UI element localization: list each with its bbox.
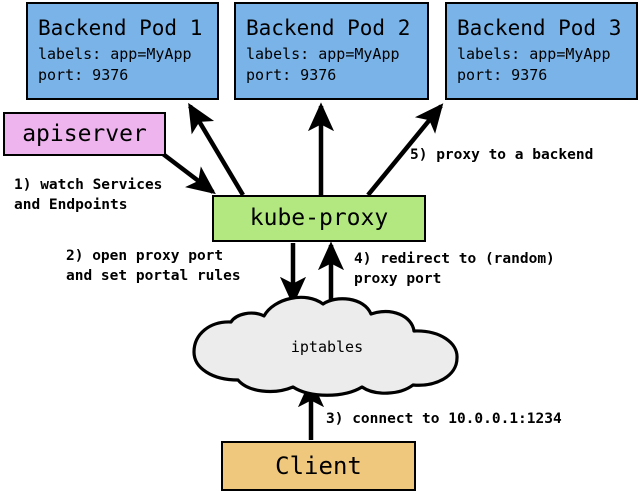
backend-pod-2-port: port: 9376 bbox=[246, 65, 337, 84]
backend-pod-2-labels: labels: app=MyApp bbox=[246, 44, 400, 63]
step-4-annotation: 4) redirect to (random) proxy port bbox=[354, 251, 555, 287]
step-2-annotation: 2) open proxy port and set portal rules bbox=[66, 248, 241, 284]
backend-pod-3-port: port: 9376 bbox=[457, 65, 548, 84]
backend-pod-2-title: Backend Pod 2 bbox=[246, 15, 411, 40]
backend-pod-1-labels: labels: app=MyApp bbox=[38, 44, 192, 63]
backend-pod-3-labels: labels: app=MyApp bbox=[457, 44, 611, 63]
backend-pod-1-title: Backend Pod 1 bbox=[38, 15, 203, 40]
backend-pod-1-details: labels: app=MyApp port: 9376 bbox=[38, 44, 217, 86]
apiserver-node[interactable]: apiserver bbox=[3, 112, 166, 156]
backend-pod-1[interactable]: Backend Pod 1 labels: app=MyApp port: 93… bbox=[26, 2, 219, 100]
client-label: Client bbox=[275, 452, 362, 480]
edge-kubeproxy-to-pod1 bbox=[188, 102, 245, 197]
backend-pod-3-details: labels: app=MyApp port: 9376 bbox=[457, 44, 636, 86]
edge-apiserver-to-kubeproxy bbox=[161, 152, 216, 195]
apiserver-label: apiserver bbox=[22, 120, 147, 147]
kube-proxy-node[interactable]: kube-proxy bbox=[212, 195, 426, 242]
step-5-annotation: 5) proxy to a backend bbox=[410, 147, 594, 163]
iptables-cloud: iptables bbox=[186, 294, 468, 398]
iptables-label: iptables bbox=[290, 338, 364, 356]
step-3-annotation: 3) connect to 10.0.0.1:1234 bbox=[326, 411, 562, 427]
kube-proxy-label: kube-proxy bbox=[249, 205, 389, 231]
backend-pod-3-title: Backend Pod 3 bbox=[457, 15, 622, 40]
client-node[interactable]: Client bbox=[221, 441, 416, 491]
backend-pod-2[interactable]: Backend Pod 2 labels: app=MyApp port: 93… bbox=[234, 2, 429, 100]
backend-pod-3[interactable]: Backend Pod 3 labels: app=MyApp port: 93… bbox=[445, 2, 638, 100]
backend-pod-2-details: labels: app=MyApp port: 9376 bbox=[246, 44, 427, 86]
backend-pod-1-port: port: 9376 bbox=[38, 65, 129, 84]
step-1-annotation: 1) watch Services and Endpoints bbox=[14, 177, 163, 213]
cloud-shape bbox=[192, 295, 459, 397]
